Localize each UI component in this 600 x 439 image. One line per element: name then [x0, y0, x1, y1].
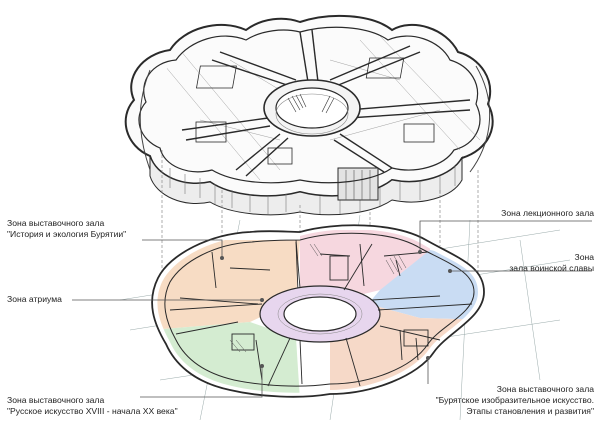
floor-plan	[119, 214, 571, 421]
label-zone-buryat-line3: Этапы становления и развития"	[466, 406, 594, 416]
zone-military-fill	[368, 250, 479, 320]
label-zone-atrium-line1: Зона атриума	[7, 294, 62, 304]
leader-lines	[72, 220, 592, 398]
axonometric-3d-view	[124, 14, 494, 216]
label-zone-buryat-line1: Зона выставочного зала	[496, 384, 594, 394]
label-zone-buryat: Зона выставочного зала "Бурятское изобра…	[436, 384, 594, 417]
label-zone-lecture: Зона лекционного зала	[501, 208, 594, 219]
label-zone-lecture-line1: Зона лекционного зала	[501, 208, 594, 218]
label-zone-russian-line2: "Русское искусство XVIII - начала XX век…	[7, 406, 178, 416]
axon-facade	[149, 155, 463, 216]
label-zone-history: Зона выставочного зала "История и эколог…	[7, 218, 126, 240]
atrium-void	[283, 296, 357, 332]
label-zone-russian-line1: Зона выставочного зала	[7, 395, 105, 405]
label-zone-military-line2: зала воинской славы	[509, 263, 594, 273]
label-zone-russian: Зона выставочного зала "Русское искусств…	[7, 395, 178, 417]
axon-entrance	[337, 167, 379, 201]
label-zone-history-line1: Зона выставочного зала	[7, 218, 105, 228]
label-zone-history-line2: "История и экология Бурятии"	[7, 229, 127, 239]
label-zone-military-line1: Зона	[574, 252, 595, 262]
label-zone-military: Зона зала воинской славы	[509, 252, 594, 274]
label-zone-atrium: Зона атриума	[7, 294, 62, 305]
label-zone-buryat-line2: "Бурятское изобразительное искусство.	[435, 395, 594, 405]
